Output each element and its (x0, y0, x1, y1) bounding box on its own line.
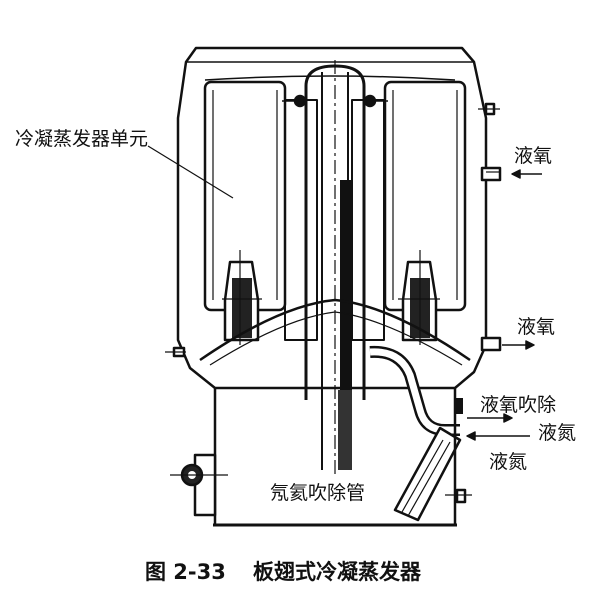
center-purge-hatch (340, 180, 352, 390)
label-ln2-right: 液氮 (538, 422, 577, 444)
label-ln2-below: 液氮 (489, 451, 528, 473)
left-flange (193, 453, 217, 517)
figure-title: 板翅式冷凝蒸发器 (253, 560, 421, 584)
lox-top-arrow (511, 169, 542, 179)
upper-shell (176, 46, 488, 390)
conical-bottom (199, 298, 471, 362)
lox-purge-arrow (467, 413, 513, 423)
label-purge-pipe: 氖氦吹除管 (268, 482, 368, 504)
figure-number: 图 2-33 (145, 560, 226, 584)
slanted-pipe (393, 426, 462, 522)
ln2-arrow (466, 431, 530, 441)
label-lox-top: 液氧 (514, 145, 553, 167)
lox-mid-arrow (502, 340, 535, 350)
lox-nozzle-top (480, 166, 502, 182)
center-purge-hatch-lower (338, 390, 352, 470)
label-lox-mid: 液氧 (517, 316, 556, 338)
top-inner-curve (204, 75, 456, 81)
lox-nozzle-mid (480, 336, 502, 352)
condenser-leader-line (147, 145, 234, 199)
label-lox-purge: 液氧吹除 (480, 394, 557, 416)
label-condenser-unit: 冷凝蒸发器单元 (15, 128, 149, 150)
